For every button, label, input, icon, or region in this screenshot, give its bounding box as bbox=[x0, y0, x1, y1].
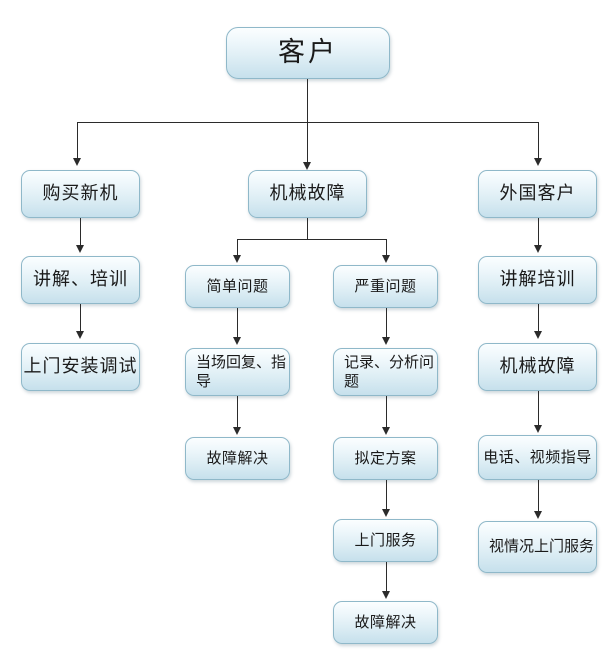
node-label: 外国客户 bbox=[499, 183, 576, 205]
arrowhead-left-2 bbox=[76, 331, 84, 339]
arrowhead-bus-middle bbox=[303, 162, 311, 170]
node-label: 当场回复、指导 bbox=[196, 352, 287, 391]
node-label: 故障解决 bbox=[354, 612, 417, 631]
connector-serious-4 bbox=[386, 562, 387, 593]
connector-bus-left-leg bbox=[77, 122, 78, 160]
node-label: 故障解决 bbox=[206, 448, 269, 467]
node-explain-training[interactable]: 讲解、培训 bbox=[21, 256, 140, 304]
node-draft-plan[interactable]: 拟定方案 bbox=[333, 437, 438, 480]
arrowhead-mid-left bbox=[233, 255, 241, 263]
node-simple-problem[interactable]: 简单问题 bbox=[185, 265, 290, 308]
connector-right-1 bbox=[538, 218, 539, 247]
arrowhead-bus-right bbox=[534, 158, 542, 166]
arrowhead-right-2 bbox=[534, 331, 542, 339]
node-serious-problem[interactable]: 严重问题 bbox=[333, 265, 438, 308]
node-failure-resolved-simple[interactable]: 故障解决 bbox=[185, 437, 290, 480]
node-label: 简单问题 bbox=[206, 276, 269, 295]
node-label: 视情况上门服务 bbox=[489, 537, 595, 556]
connector-left-1 bbox=[80, 218, 81, 247]
arrowhead-serious-3 bbox=[382, 509, 390, 517]
node-foreign-customer[interactable]: 外国客户 bbox=[478, 170, 597, 218]
connector-mid-stem bbox=[307, 218, 308, 240]
arrowhead-right-4 bbox=[534, 511, 542, 519]
node-label: 客户 bbox=[278, 37, 338, 69]
node-label: 上门服务 bbox=[354, 530, 417, 549]
node-label: 严重问题 bbox=[354, 276, 417, 295]
arrowhead-left-1 bbox=[76, 245, 84, 253]
node-label: 上门安装调试 bbox=[23, 356, 138, 378]
node-failure-resolved-serious[interactable]: 故障解决 bbox=[333, 601, 438, 644]
connector-simple-2 bbox=[237, 396, 238, 429]
node-label: 购买新机 bbox=[42, 183, 119, 205]
connector-right-2 bbox=[538, 304, 539, 333]
connector-mid-bus bbox=[237, 239, 386, 240]
arrowhead-serious-2 bbox=[382, 427, 390, 435]
connector-serious-2 bbox=[386, 396, 387, 429]
node-label: 讲解培训 bbox=[499, 269, 576, 291]
node-mechanical-failure[interactable]: 机械故障 bbox=[248, 170, 367, 218]
node-label: 拟定方案 bbox=[354, 448, 417, 467]
node-onsite-service-if-needed[interactable]: 视情况上门服务 bbox=[478, 521, 597, 573]
connector-bus-middle-leg bbox=[307, 122, 308, 166]
connector-root-stem bbox=[307, 79, 308, 123]
arrowhead-simple-2 bbox=[233, 427, 241, 435]
node-label: 电话、视频指导 bbox=[483, 447, 592, 466]
arrowhead-simple-1 bbox=[233, 337, 241, 345]
arrowhead-right-1 bbox=[534, 245, 542, 253]
arrowhead-serious-1 bbox=[382, 337, 390, 345]
node-mechanical-failure-foreign[interactable]: 机械故障 bbox=[478, 343, 597, 391]
arrowhead-mid-right bbox=[382, 255, 390, 263]
arrowhead-bus-left bbox=[73, 158, 81, 166]
node-label: 讲解、培训 bbox=[33, 269, 128, 291]
node-buy-new-machine[interactable]: 购买新机 bbox=[21, 170, 140, 218]
connector-left-2 bbox=[80, 304, 81, 333]
arrowhead-right-3 bbox=[534, 425, 542, 433]
arrowhead-serious-4 bbox=[382, 591, 390, 599]
connector-right-4 bbox=[538, 480, 539, 513]
connector-mid-bus-right-leg bbox=[386, 239, 387, 257]
node-explain-training-foreign[interactable]: 讲解培训 bbox=[478, 256, 597, 304]
connector-serious-1 bbox=[386, 308, 387, 339]
connector-right-3 bbox=[538, 391, 539, 427]
connector-bus-right-leg bbox=[538, 122, 539, 160]
node-onsite-install-debug[interactable]: 上门安装调试 bbox=[21, 343, 140, 391]
node-onsite-reply-guidance[interactable]: 当场回复、指导 bbox=[185, 348, 290, 396]
node-onsite-service[interactable]: 上门服务 bbox=[333, 519, 438, 562]
node-label: 机械故障 bbox=[499, 356, 576, 378]
node-label: 记录、分析问题 bbox=[344, 352, 435, 391]
connector-mid-bus-left-leg bbox=[237, 239, 238, 257]
connector-simple-1 bbox=[237, 308, 238, 339]
node-root-customer[interactable]: 客户 bbox=[226, 27, 390, 79]
node-record-analyze-problem[interactable]: 记录、分析问题 bbox=[333, 348, 438, 396]
node-label: 机械故障 bbox=[269, 183, 346, 205]
node-phone-video-guidance[interactable]: 电话、视频指导 bbox=[478, 435, 597, 480]
connector-serious-3 bbox=[386, 480, 387, 511]
